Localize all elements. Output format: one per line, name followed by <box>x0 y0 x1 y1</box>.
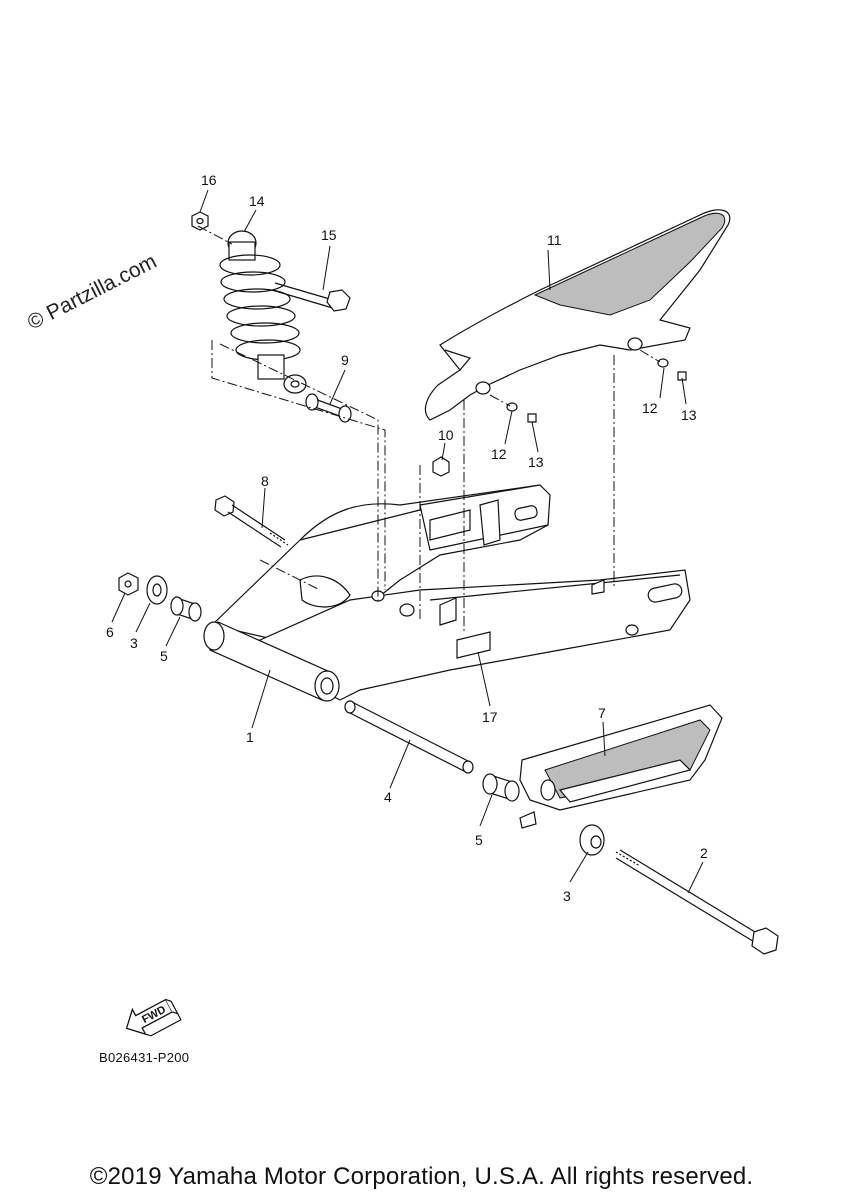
copyright-notice: ©2019 Yamaha Motor Corporation, U.S.A. A… <box>89 1163 754 1190</box>
callout-13a: 13 <box>681 407 697 423</box>
right-bushing-5 <box>482 773 520 802</box>
swingarm <box>203 484 691 702</box>
forward-arrow-icon: FWD <box>125 998 182 1037</box>
callout-15: 15 <box>321 227 337 243</box>
lower-chain-guard-7 <box>519 704 723 829</box>
fwd-label: FWD <box>140 1004 168 1026</box>
callout-4: 4 <box>384 789 392 805</box>
nut-10 <box>432 456 450 477</box>
callout-16: 16 <box>201 172 217 188</box>
callout-3a: 3 <box>130 635 138 651</box>
callout-9: 9 <box>341 352 349 368</box>
callout-7: 7 <box>598 705 606 721</box>
callout-3b: 3 <box>563 888 571 904</box>
callout-10: 10 <box>438 427 454 443</box>
label-17 <box>456 631 491 659</box>
callout-2: 2 <box>700 845 708 861</box>
callout-1: 1 <box>246 729 254 745</box>
partzilla-watermark: © Partzilla.com <box>24 250 161 335</box>
callout-17: 17 <box>482 709 498 725</box>
callout-12b: 12 <box>491 446 507 462</box>
pivot-shaft-4 <box>344 700 474 774</box>
bolt-8 <box>214 495 289 548</box>
callout-14: 14 <box>249 193 265 209</box>
callout-12a: 12 <box>642 400 658 416</box>
callout-13b: 13 <box>528 454 544 470</box>
callout-leaders <box>111 189 704 894</box>
chain-guard <box>424 209 731 421</box>
callout-numbers: 16 14 15 11 9 12 13 10 12 13 8 6 3 5 17 … <box>106 172 708 904</box>
left-pivot-hardware <box>118 572 202 622</box>
collar-9 <box>305 393 352 423</box>
callout-5a: 5 <box>160 648 168 664</box>
callout-8: 8 <box>261 473 269 489</box>
callout-5b: 5 <box>475 832 483 848</box>
guard-fasteners <box>506 358 687 423</box>
assembly-guide-lines <box>197 225 661 632</box>
diagram-code: B026431-P200 <box>99 1050 190 1065</box>
rear-shock-absorber <box>219 230 307 394</box>
callout-6: 6 <box>106 624 114 640</box>
right-pivot-hardware <box>579 824 779 955</box>
shock-bolt-15 <box>271 282 351 312</box>
callout-11: 11 <box>547 232 562 248</box>
